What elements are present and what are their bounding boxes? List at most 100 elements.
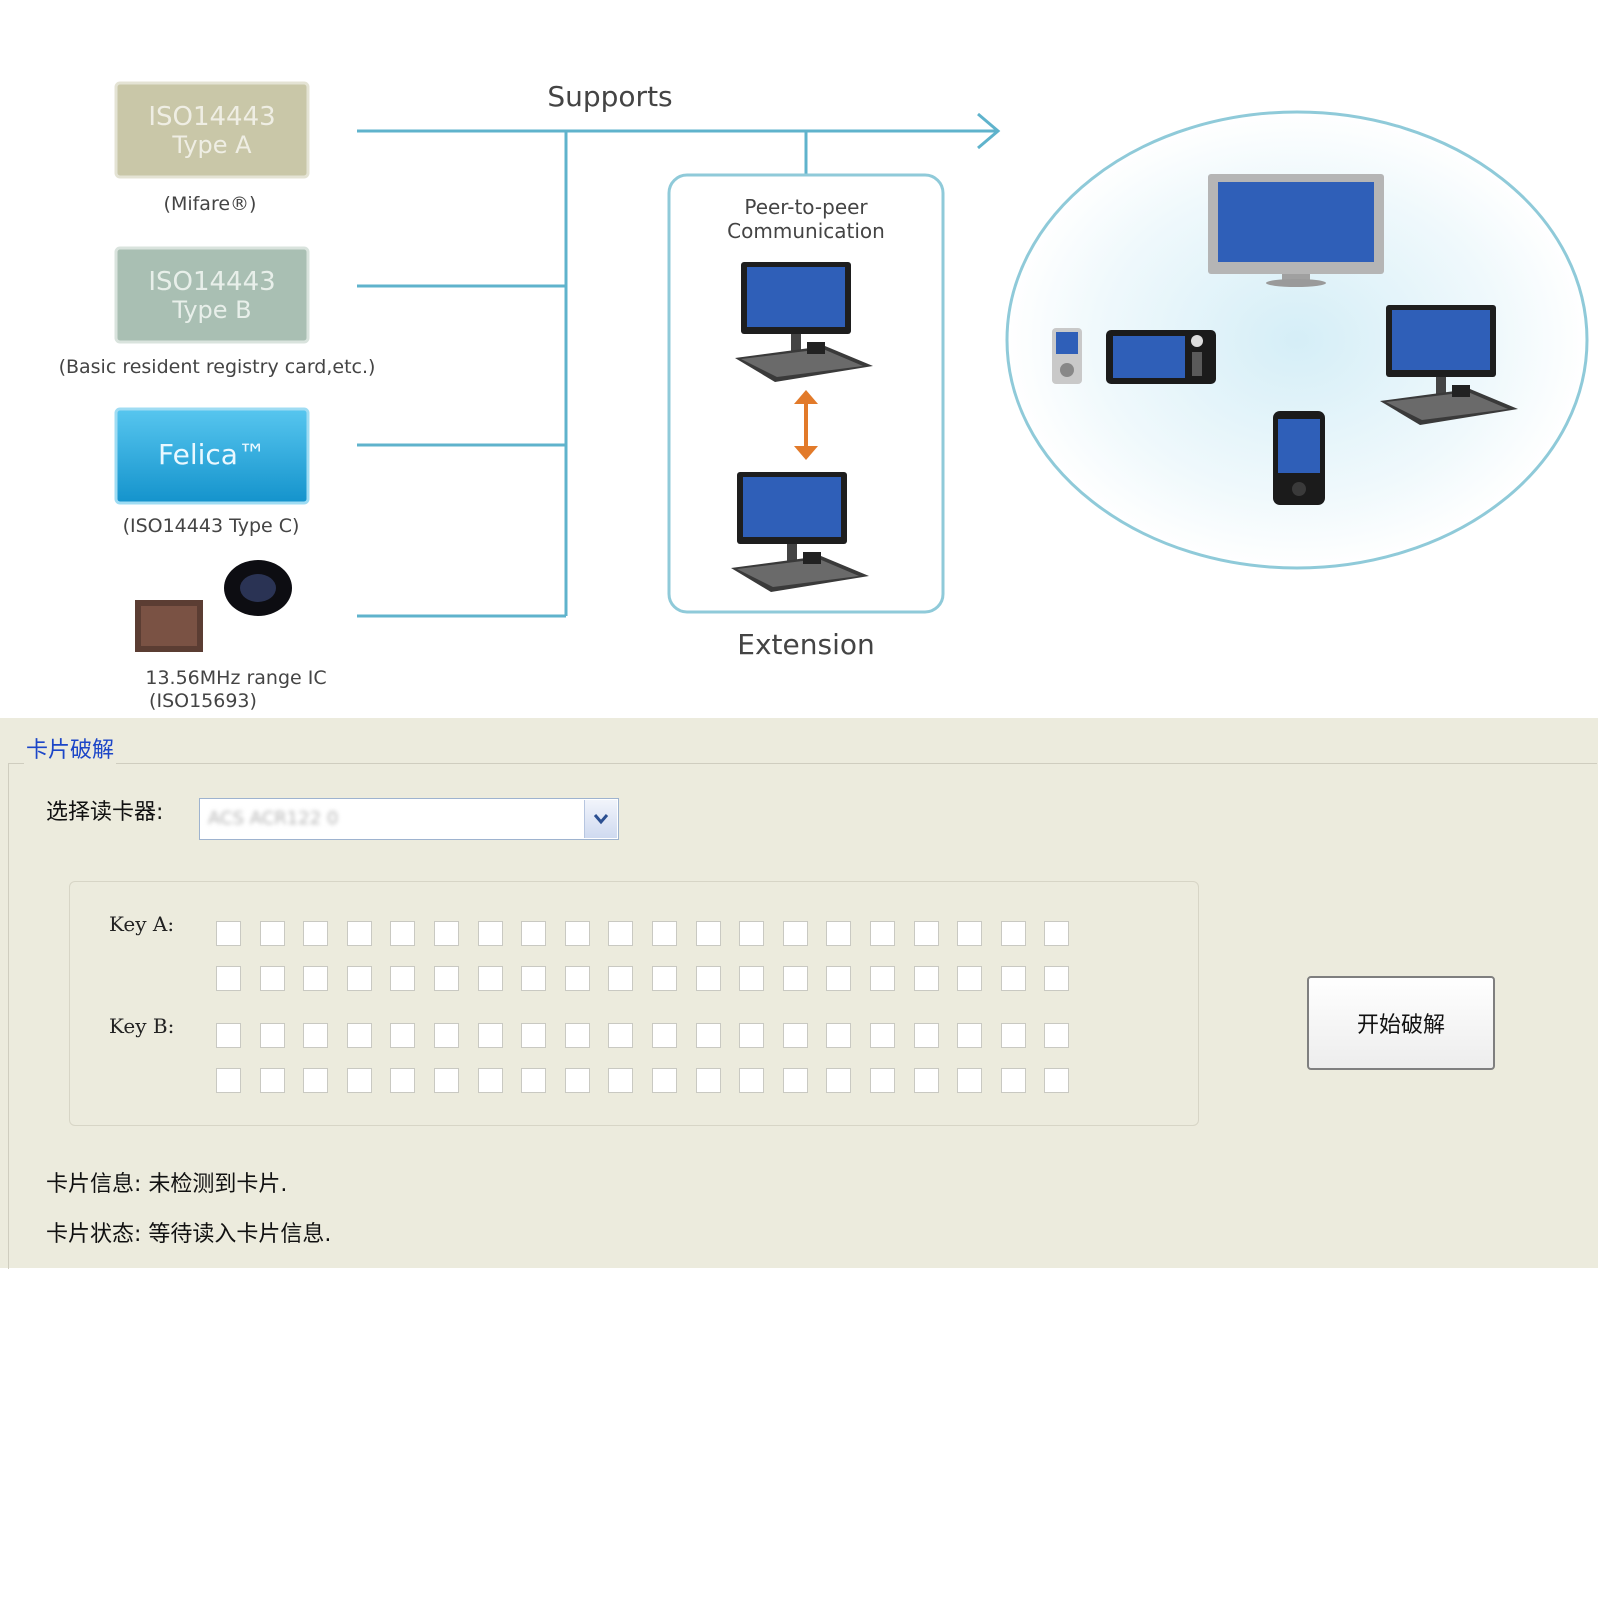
key-b-byte-input[interactable] [521, 1068, 547, 1093]
reader-select-label: 选择读卡器: [46, 800, 164, 825]
key-b-byte-input[interactable] [303, 1068, 329, 1093]
reader-select-dropdown[interactable]: ACS ACR122 0 [199, 798, 619, 840]
key-b-byte-input[interactable] [564, 1068, 590, 1093]
key-b-byte-input[interactable] [826, 1068, 852, 1093]
key-b-byte-input[interactable] [782, 1023, 808, 1048]
peer-to-peer-box: Peer-to-peer Communication [667, 173, 945, 614]
key-b-byte-input[interactable] [216, 1068, 241, 1093]
key-b-byte-input[interactable] [303, 1023, 329, 1048]
key-b-byte-input[interactable] [913, 1068, 939, 1093]
key-a-byte-input[interactable] [651, 921, 677, 946]
key-a-byte-input[interactable] [608, 966, 634, 991]
connector-lines [357, 112, 1001, 618]
key-b-byte-input[interactable] [216, 1023, 241, 1048]
chip-label-line1: ISO14443 [148, 267, 275, 297]
key-b-byte-input[interactable] [477, 1023, 503, 1048]
key-a-byte-input[interactable] [216, 921, 241, 946]
nfc-standards-diagram: Supports ISO14443 Type A (Mifare®) ISO14… [59, 80, 1589, 712]
key-b-byte-input[interactable] [869, 1023, 895, 1048]
key-b-byte-input[interactable] [695, 1068, 721, 1093]
key-b-byte-input[interactable] [1044, 1068, 1070, 1093]
group-box-frame [8, 763, 1597, 1269]
key-a-byte-input[interactable] [826, 966, 852, 991]
key-a-byte-input[interactable] [433, 921, 459, 946]
key-a-byte-input[interactable] [957, 921, 983, 946]
key-b-byte-input[interactable] [826, 1023, 852, 1048]
key-a-byte-input[interactable] [390, 966, 416, 991]
key-a-byte-input[interactable] [826, 921, 852, 946]
key-a-byte-input[interactable] [564, 921, 590, 946]
key-b-byte-input[interactable] [913, 1023, 939, 1048]
key-b-byte-input[interactable] [259, 1068, 285, 1093]
key-a-grid [216, 921, 1070, 991]
key-a-byte-input[interactable] [303, 921, 329, 946]
key-a-byte-input[interactable] [1044, 921, 1070, 946]
key-b-byte-input[interactable] [259, 1023, 285, 1048]
key-a-byte-input[interactable] [390, 921, 416, 946]
key-b-byte-input[interactable] [608, 1068, 634, 1093]
key-b-byte-input[interactable] [739, 1023, 765, 1048]
key-a-byte-input[interactable] [782, 921, 808, 946]
music-player-icon [1052, 328, 1082, 384]
key-a-byte-input[interactable] [782, 966, 808, 991]
card-status-text: 卡片状态: 等待读入卡片信息. [46, 1222, 332, 1247]
key-a-byte-input[interactable] [957, 966, 983, 991]
key-a-byte-input[interactable] [651, 966, 677, 991]
key-b-byte-input[interactable] [346, 1023, 372, 1048]
key-b-byte-input[interactable] [433, 1023, 459, 1048]
mobile-phone-icon [1273, 411, 1325, 505]
key-b-byte-input[interactable] [1000, 1023, 1026, 1048]
key-a-byte-input[interactable] [216, 966, 241, 991]
key-a-byte-input[interactable] [739, 966, 765, 991]
key-a-byte-input[interactable] [303, 966, 329, 991]
key-b-byte-input[interactable] [564, 1023, 590, 1048]
key-b-byte-input[interactable] [1044, 1023, 1070, 1048]
type-a-caption: (Mifare®) [164, 193, 257, 215]
key-b-byte-input[interactable] [869, 1068, 895, 1093]
group-box-title: 卡片破解 [24, 732, 117, 764]
key-a-byte-input[interactable] [695, 966, 721, 991]
key-b-byte-input[interactable] [433, 1068, 459, 1093]
key-a-byte-input[interactable] [346, 921, 372, 946]
key-b-byte-input[interactable] [390, 1068, 416, 1093]
key-a-byte-input[interactable] [477, 966, 503, 991]
dropdown-arrow-button[interactable] [584, 800, 617, 838]
key-a-byte-input[interactable] [869, 966, 895, 991]
key-b-byte-input[interactable] [957, 1023, 983, 1048]
key-a-byte-input[interactable] [346, 966, 372, 991]
key-a-byte-input[interactable] [259, 921, 285, 946]
key-a-byte-input[interactable] [521, 921, 547, 946]
start-crack-button[interactable]: 开始破解 [1307, 976, 1495, 1070]
key-a-byte-input[interactable] [1044, 966, 1070, 991]
p2p-label-line1: Peer-to-peer [744, 195, 868, 219]
key-b-byte-input[interactable] [608, 1023, 634, 1048]
key-b-byte-input[interactable] [477, 1068, 503, 1093]
chip-label-line2: Type B [171, 296, 251, 324]
key-a-byte-input[interactable] [433, 966, 459, 991]
key-a-byte-input[interactable] [1000, 921, 1026, 946]
key-a-byte-input[interactable] [739, 921, 765, 946]
key-b-byte-input[interactable] [390, 1023, 416, 1048]
ic-caption-line1: 13.56MHz range IC [145, 667, 326, 689]
key-a-byte-input[interactable] [869, 921, 895, 946]
key-a-byte-input[interactable] [477, 921, 503, 946]
key-a-byte-input[interactable] [564, 966, 590, 991]
key-a-byte-input[interactable] [913, 921, 939, 946]
key-b-byte-input[interactable] [521, 1023, 547, 1048]
key-b-byte-input[interactable] [1000, 1068, 1026, 1093]
key-b-byte-input[interactable] [651, 1068, 677, 1093]
key-b-byte-input[interactable] [695, 1023, 721, 1048]
key-a-byte-input[interactable] [608, 921, 634, 946]
key-a-byte-input[interactable] [259, 966, 285, 991]
key-a-byte-input[interactable] [521, 966, 547, 991]
iso14443-type-b-chip: ISO14443 Type B [114, 246, 310, 344]
key-b-byte-input[interactable] [651, 1023, 677, 1048]
key-a-byte-input[interactable] [913, 966, 939, 991]
key-b-label: Key B: [109, 1014, 175, 1038]
key-a-byte-input[interactable] [695, 921, 721, 946]
key-b-byte-input[interactable] [782, 1068, 808, 1093]
key-b-byte-input[interactable] [739, 1068, 765, 1093]
key-b-byte-input[interactable] [957, 1068, 983, 1093]
key-a-byte-input[interactable] [1000, 966, 1026, 991]
key-b-byte-input[interactable] [346, 1068, 372, 1093]
